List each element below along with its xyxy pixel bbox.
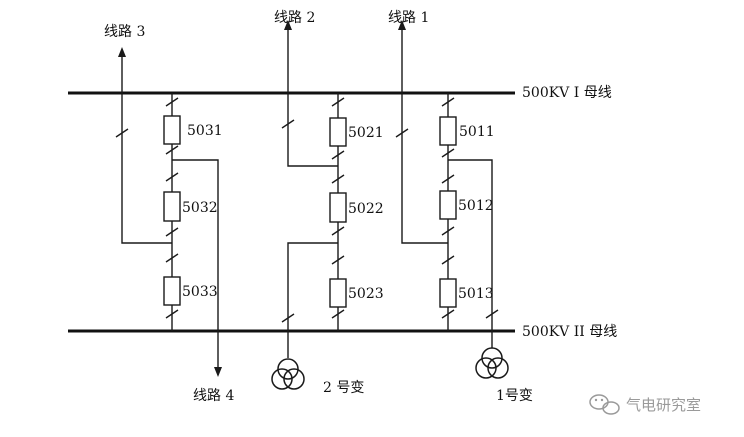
breaker-5022-label: 5022 bbox=[348, 201, 384, 217]
line-3-label: 线路 3 bbox=[104, 24, 145, 40]
breaker-5021 bbox=[329, 117, 347, 147]
breaker-5021-label: 5021 bbox=[348, 125, 384, 141]
transformer-2-label: 2 号变 bbox=[323, 380, 364, 396]
line-4-arrow-icon bbox=[214, 367, 222, 377]
breaker-5013-label: 5013 bbox=[458, 286, 494, 302]
breaker-5023-label: 5023 bbox=[348, 286, 384, 302]
watermark-text: 气电研究室 bbox=[626, 396, 701, 414]
breaker-5031 bbox=[163, 115, 181, 145]
breaker-5031-label: 5031 bbox=[187, 123, 223, 139]
line-3-arrow-icon bbox=[118, 47, 126, 57]
breaker-5033-label: 5033 bbox=[182, 284, 218, 300]
breaker-5022 bbox=[329, 192, 347, 223]
breaker-5023 bbox=[329, 278, 347, 308]
bus-ii-label: 500KV II 母线 bbox=[522, 324, 617, 340]
breaker-5011-label: 5011 bbox=[459, 124, 495, 140]
line-2-arrow-icon bbox=[284, 20, 292, 30]
line-2-label: 线路 2 bbox=[274, 10, 315, 26]
bay-5031-5033: 5031 5032 5033 线路 3 线路 4 bbox=[104, 24, 234, 404]
bay-5021-5023: 5021 5022 5023 线路 2 2 号变 bbox=[271, 10, 384, 396]
line-1-arrow-icon bbox=[398, 20, 406, 30]
breaker-5032-label: 5032 bbox=[182, 200, 218, 216]
transformer-1-icon bbox=[475, 347, 509, 379]
wechat-icon bbox=[589, 394, 620, 415]
breaker-5012 bbox=[439, 190, 457, 220]
breaker-5013 bbox=[439, 278, 457, 308]
bay-5011-5013: 5011 5012 5013 线路 1 1号变 bbox=[388, 10, 533, 404]
line-1-label: 线路 1 bbox=[388, 10, 429, 26]
transformer-2-icon bbox=[271, 358, 305, 390]
breaker-5012-label: 5012 bbox=[458, 198, 494, 214]
breaker-5033 bbox=[163, 276, 181, 306]
transformer-1-label: 1号变 bbox=[496, 388, 533, 404]
bus-i-label: 500KV I 母线 bbox=[522, 85, 612, 101]
breaker-5032 bbox=[163, 191, 181, 222]
watermark: 气电研究室 bbox=[589, 394, 701, 415]
line-4-label: 线路 4 bbox=[193, 388, 234, 404]
breaker-5011 bbox=[439, 116, 457, 146]
